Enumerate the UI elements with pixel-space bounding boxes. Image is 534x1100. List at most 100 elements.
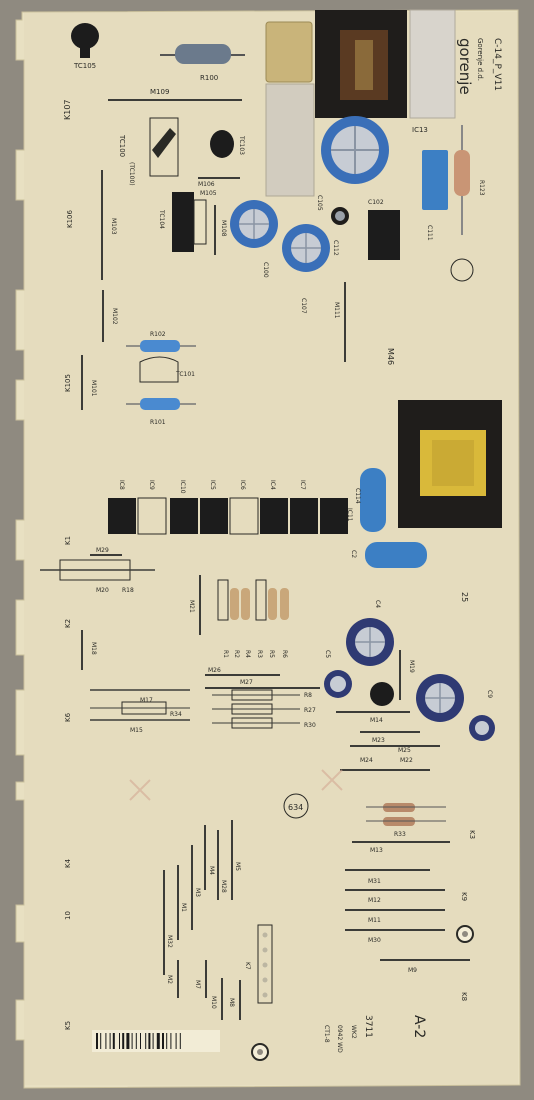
label-m12: M12 (368, 897, 381, 904)
label-m1: M1 (180, 903, 187, 912)
label-m27: M27 (240, 679, 253, 686)
label-ic8: IC8 (118, 480, 125, 490)
mounting-hole-right-center (462, 931, 468, 937)
transistor-tc105 (71, 23, 99, 49)
label-m102: M102 (111, 308, 118, 325)
label-r27: R27 (304, 707, 316, 714)
transistor-tc105-leg (80, 46, 90, 58)
label-m13: M13 (370, 847, 383, 854)
label-k4: K4 (64, 858, 72, 868)
label-r3: R3 (256, 650, 263, 658)
optocoupler-row (108, 497, 348, 535)
label-ic5: IC5 (209, 480, 216, 490)
label-k105: K105 (64, 374, 72, 392)
label-k1: K1 (64, 536, 72, 545)
label-634: 634 (288, 803, 303, 812)
label-m3: M3 (194, 888, 201, 897)
label-m4: M4 (208, 866, 215, 875)
label-m28: M28 (220, 880, 227, 893)
label-k5: K5 (64, 1021, 72, 1030)
capacitor-x2 (266, 22, 312, 82)
r8-r27-r30-group (212, 689, 300, 729)
ic-ic6 (229, 497, 259, 535)
transistor-near-m19 (370, 682, 394, 706)
label-k8: K8 (460, 992, 468, 1001)
resistor-r123 (454, 150, 470, 196)
label-m105: M105 (200, 190, 217, 197)
label-m32: M32 (166, 935, 173, 948)
capacitor-c2 (365, 542, 427, 568)
label-tc104: TC104 (158, 209, 165, 229)
label-r5: R5 (268, 650, 275, 658)
label-k107: K107 (63, 99, 72, 120)
label-m21: M21 (188, 600, 195, 613)
label-10: 10 (64, 911, 72, 920)
label-m14: M14 (370, 717, 383, 724)
tc101-outline (139, 356, 179, 383)
resistor-array (217, 579, 289, 621)
label-r8: R8 (304, 692, 312, 699)
barcode-bar (145, 1033, 147, 1049)
relay-ic13 (409, 9, 456, 119)
mounting-hole-bottom-center (257, 1049, 263, 1055)
mark-arrow-1 (321, 769, 343, 791)
label-r100: R100 (200, 74, 218, 82)
label-r123: R123 (478, 180, 485, 196)
label-25: 25 (460, 592, 469, 602)
label-m24: M24 (360, 757, 373, 764)
barcode-bar (126, 1033, 130, 1049)
label-m5: M5 (234, 862, 241, 871)
barcode-bar (156, 1033, 160, 1049)
barcode-bar (122, 1033, 125, 1049)
label-c107: C107 (300, 298, 307, 314)
barcode-sticker (92, 1030, 220, 1052)
label-m46: M46 (386, 348, 395, 365)
label-m2: M2 (166, 975, 173, 984)
label-r6: R6 (281, 650, 288, 658)
ul-mark (450, 258, 474, 282)
label-m17: M17 (140, 697, 153, 704)
label-m30: M30 (368, 937, 381, 944)
barcode-bar (140, 1033, 141, 1049)
label-c9: C9 (486, 690, 493, 698)
barcode-bar (96, 1033, 98, 1049)
label-ic9: IC9 (148, 480, 155, 490)
label-m29: M29 (96, 547, 109, 554)
ic-ic5 (200, 498, 228, 534)
ic-ic10 (170, 498, 198, 534)
ic-ic11-body (320, 498, 348, 534)
label-m19: M19 (408, 660, 415, 673)
label-r101: R101 (150, 419, 166, 426)
label-ic11: IC11 (346, 508, 353, 522)
label-m106: M106 (198, 181, 215, 188)
tc100-outline (149, 117, 179, 177)
label-c112: C112 (332, 240, 339, 256)
transformer-aux-tape (432, 440, 474, 486)
label-m23: M23 (372, 737, 385, 744)
resistor-r100 (175, 44, 231, 64)
barcode-bar (148, 1033, 151, 1049)
regulator-tc104-tab (193, 199, 207, 245)
barcode-bar (152, 1033, 154, 1049)
barcode-bar (170, 1033, 172, 1049)
ic-ic9 (137, 497, 167, 535)
brand-subtitle: Gorenje d.d. (476, 38, 484, 81)
barcode-bar (112, 1033, 115, 1049)
label-date: 0942 WD (336, 1025, 343, 1053)
ic-ic4 (260, 498, 288, 534)
capacitor-c114 (360, 468, 386, 532)
label-r34: R34 (170, 711, 182, 718)
capacitor-c107-vent (291, 233, 321, 263)
label-tc100: TC100 (118, 134, 126, 157)
capacitor-c112-top (335, 211, 345, 221)
label-r4: R4 (244, 650, 251, 658)
capacitor-c105-vent (331, 126, 379, 174)
label-ic7: IC7 (299, 480, 306, 490)
header-k7-pins (262, 932, 268, 998)
label-m8: M8 (228, 998, 235, 1007)
label-m22: M22 (400, 757, 413, 764)
label-ct: CT1-8 (323, 1025, 330, 1043)
label-m25: M25 (398, 747, 411, 754)
board-model: C-14_P_V11 (492, 38, 502, 91)
label-ic4: IC4 (269, 480, 276, 490)
